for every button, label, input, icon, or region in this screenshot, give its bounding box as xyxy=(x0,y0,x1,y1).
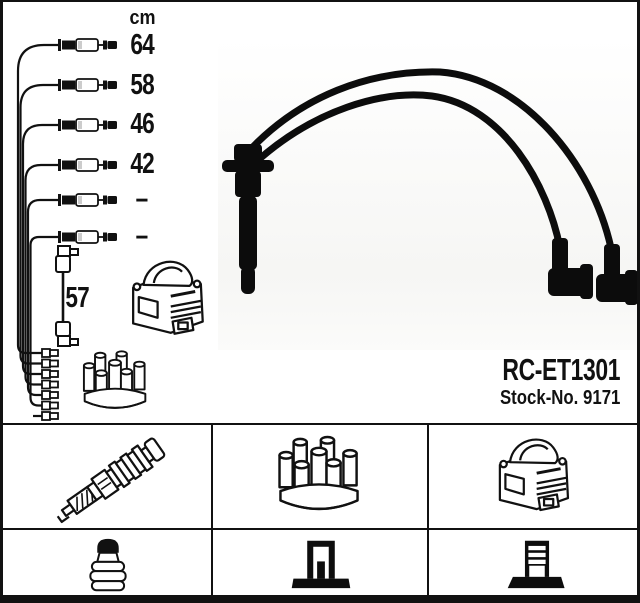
cable-length-4: 42 xyxy=(130,148,154,180)
cable-end-icon xyxy=(58,78,118,92)
coil-terminal-icon xyxy=(507,540,565,589)
plug-boot-elbow-icon xyxy=(548,238,593,299)
cable-length-5: – xyxy=(136,183,149,215)
cable-end-icon xyxy=(58,193,118,207)
spark-plug-terminal-icon xyxy=(89,538,127,592)
cable-length-3: 46 xyxy=(130,108,154,140)
plug-boot-straight-icon xyxy=(222,144,274,294)
cable-end-icon xyxy=(58,158,118,172)
frame-border xyxy=(637,0,640,603)
unit-label: cm xyxy=(128,7,156,29)
plug-boot-elbow-icon xyxy=(596,244,638,305)
cable-length-1: 64 xyxy=(130,29,154,61)
distributor-cap-icon xyxy=(82,350,147,409)
coil-wire-icon xyxy=(55,245,79,347)
cable-set-photo xyxy=(218,38,640,350)
wire-set-diagram xyxy=(16,38,205,421)
wire-outer xyxy=(244,68,615,252)
part-number: RC-ET1301 xyxy=(502,352,620,387)
cable-end-icon xyxy=(58,230,118,244)
frame-border xyxy=(0,595,640,603)
cable-length-6: – xyxy=(136,220,149,252)
grid-border xyxy=(0,423,640,425)
spark-plug-icon xyxy=(56,437,166,524)
ignition-coil-icon xyxy=(131,260,205,336)
distributor-terminal-icon xyxy=(291,540,351,589)
grid-border xyxy=(427,423,429,595)
frame-border xyxy=(0,0,3,603)
part-number-block: RC-ET1301 Stock-No. 9171 xyxy=(461,352,621,410)
cable-length-2: 58 xyxy=(130,69,154,101)
coil-wire-length: 57 xyxy=(65,282,89,314)
stock-number: Stock-No. 9171 xyxy=(499,387,620,409)
frame-border xyxy=(0,0,640,2)
distributor-cap-icon xyxy=(278,435,359,511)
wire-inner xyxy=(252,91,564,252)
ignition-coil-icon xyxy=(498,438,570,512)
cable-end-icon xyxy=(58,38,118,52)
distributor-pins-icon xyxy=(41,348,59,421)
grid-border xyxy=(211,423,213,595)
cable-end-icon xyxy=(58,118,118,132)
grid-border xyxy=(0,528,640,530)
